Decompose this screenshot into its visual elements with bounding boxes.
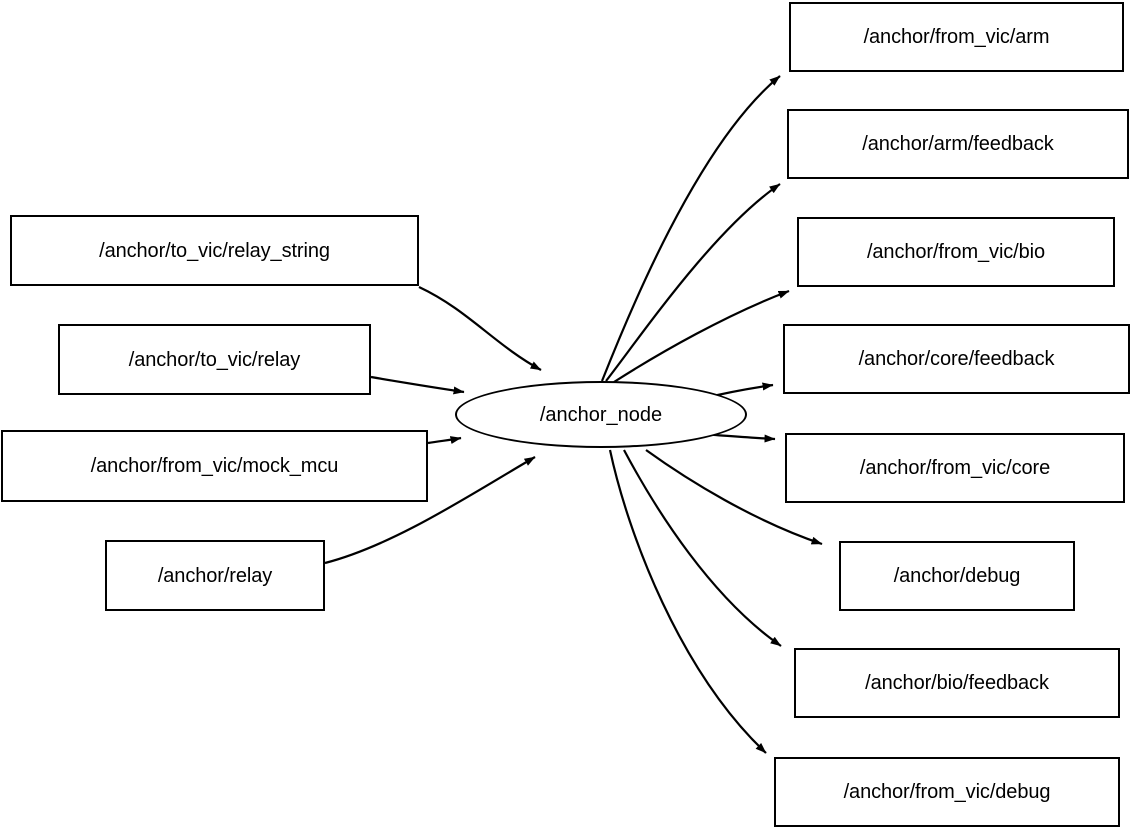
edge-to_vic_relay-to-anchor_node: [370, 375, 465, 395]
topic-node-arm-feedback[interactable]: /anchor/arm/feedback: [787, 109, 1129, 179]
topic-node-label: /anchor/core/feedback: [858, 348, 1055, 370]
topic-node-label: /anchor/from_vic/core: [859, 457, 1051, 479]
topic-node-label: /anchor/relay: [157, 564, 273, 587]
edge-anchor_relay-to-anchor_node: [324, 456, 536, 565]
ros-node-label: /anchor_node: [539, 403, 663, 426]
ros-node-anchor-node[interactable]: /anchor_node: [455, 381, 747, 448]
topic-node-from-vic-bio[interactable]: /anchor/from_vic/bio: [797, 217, 1115, 287]
edge-anchor_node-to-arm_feedback: [605, 183, 781, 382]
edge-from_vic_mock_mcu-to-anchor_node: [427, 436, 462, 445]
topic-node-to-vic-relay-string[interactable]: /anchor/to_vic/relay_string: [10, 215, 419, 286]
edge-anchor_node-to-bio_feedback: [623, 449, 782, 647]
topic-node-label: /anchor/from_vic/bio: [866, 241, 1046, 263]
topic-node-label: /anchor/to_vic/relay_string: [99, 239, 330, 262]
topic-node-label: /anchor/debug: [893, 565, 1021, 587]
topic-node-anchor-relay[interactable]: /anchor/relay: [105, 540, 325, 611]
edge-anchor_node-to-from_vic_arm: [600, 75, 781, 382]
topic-node-label: /anchor/arm/feedback: [862, 133, 1054, 155]
topic-node-bio-feedback[interactable]: /anchor/bio/feedback: [794, 648, 1120, 718]
topic-node-to-vic-relay[interactable]: /anchor/to_vic/relay: [58, 324, 371, 395]
topic-node-from-vic-mock-mcu[interactable]: /anchor/from_vic/mock_mcu: [1, 430, 428, 502]
edge-anchor_node-to-from_vic_bio: [613, 289, 790, 383]
topic-node-from-vic-arm[interactable]: /anchor/from_vic/arm: [789, 2, 1124, 72]
edge-anchor_node-to-from_vic_debug: [608, 449, 767, 754]
topic-node-from-vic-core[interactable]: /anchor/from_vic/core: [785, 433, 1125, 503]
topic-node-label: /anchor/from_vic/mock_mcu: [90, 455, 339, 477]
edge-anchor_node-to-anchor_debug: [645, 449, 823, 546]
topic-node-label: /anchor/from_vic/arm: [863, 26, 1050, 48]
topic-node-anchor-debug[interactable]: /anchor/debug: [839, 541, 1075, 611]
topic-node-label: /anchor/bio/feedback: [865, 672, 1049, 694]
topic-node-core-feedback[interactable]: /anchor/core/feedback: [783, 324, 1130, 394]
edge-to_vic_relay_string-to-anchor_node: [418, 286, 542, 371]
topic-node-from-vic-debug[interactable]: /anchor/from_vic/debug: [774, 757, 1120, 827]
topic-node-label: /anchor/from_vic/debug: [843, 781, 1051, 803]
topic-node-label: /anchor/to_vic/relay: [128, 348, 301, 371]
